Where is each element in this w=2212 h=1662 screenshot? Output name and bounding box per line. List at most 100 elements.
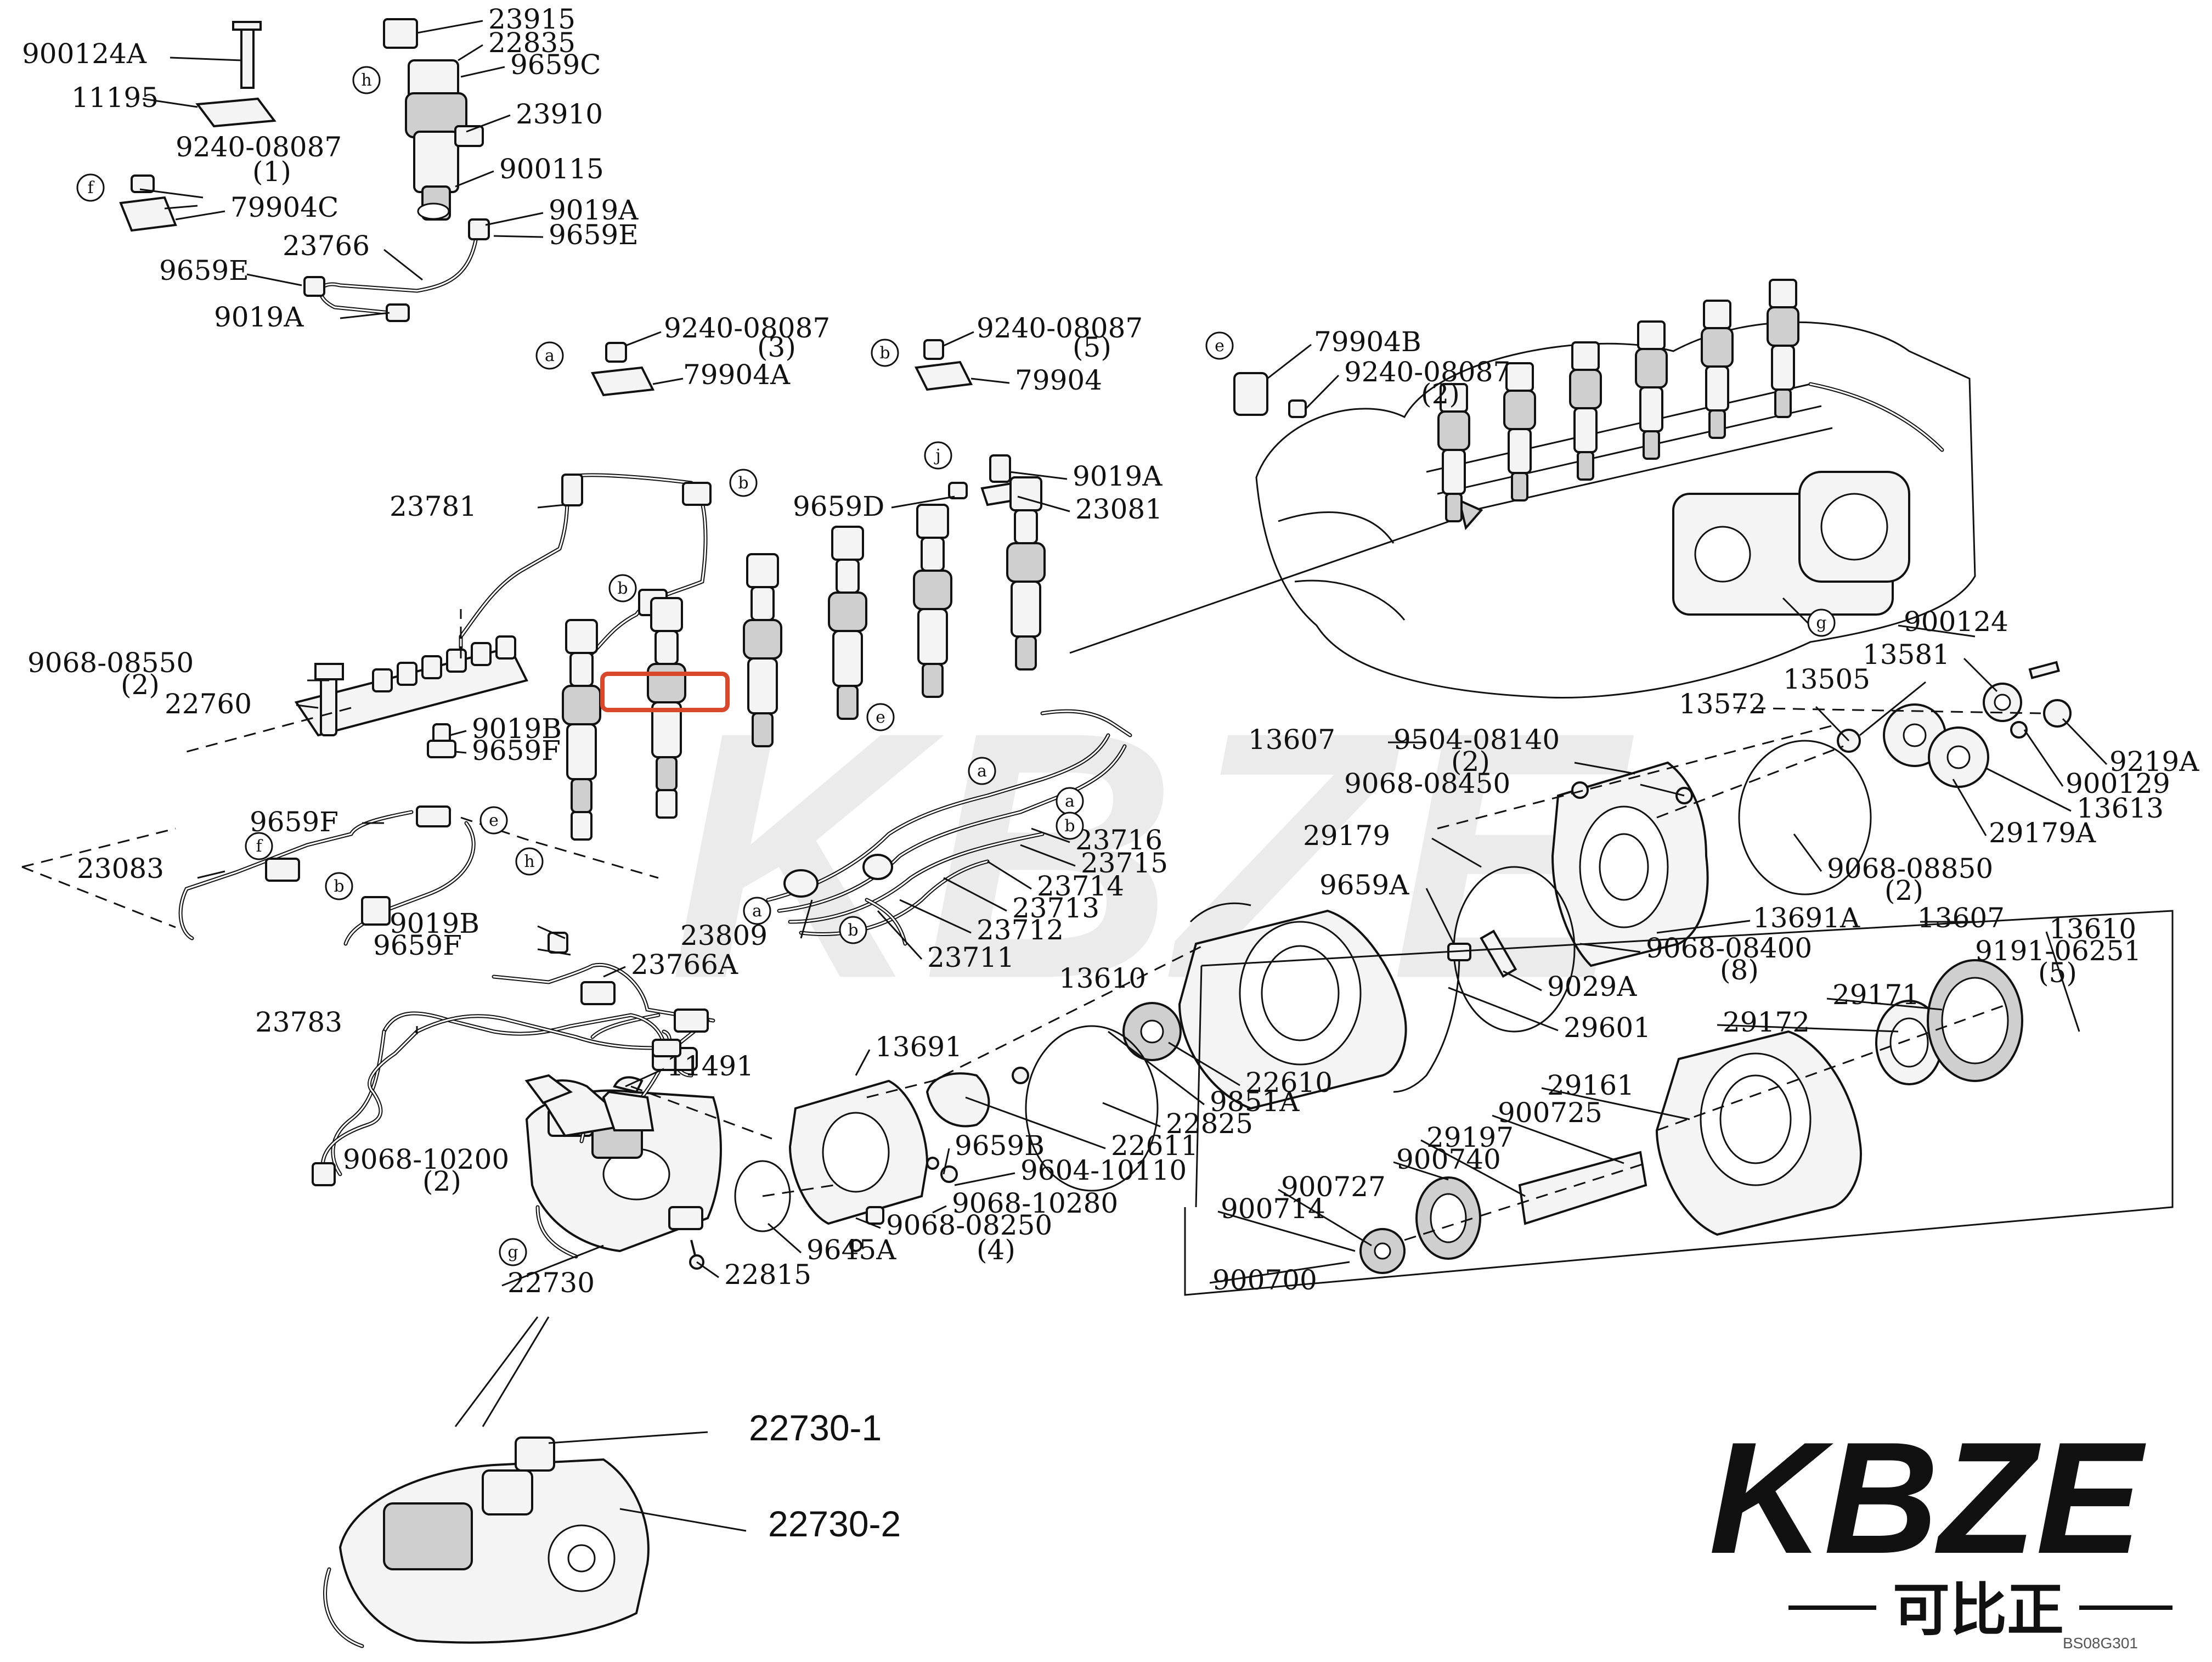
reference-marker-g: g [1807, 609, 1836, 637]
part-label-23809: 23809 [680, 920, 768, 951]
reference-marker-b: b [871, 339, 899, 367]
part-label-906808250: 9068-08250 [886, 1209, 1052, 1241]
part-label-29179a: 29179A [1989, 817, 2096, 849]
injector-drawing [562, 619, 601, 813]
part-label-11195: 11195 [71, 82, 159, 114]
reference-marker-h: h [352, 66, 381, 94]
part-label-29161: 29161 [1547, 1069, 1634, 1101]
part-label-29179: 29179 [1303, 820, 1390, 852]
svg-text:a: a [545, 346, 555, 365]
logo-text: KBZE [1709, 1409, 2148, 1587]
part-label-2: (2) [1451, 746, 1490, 778]
part-label-900124a: 900124A [22, 38, 147, 70]
reference-marker-a: a [743, 897, 771, 925]
reference-marker-b: b [608, 574, 637, 602]
part-label-924008087: 9240-08087 [1344, 356, 1510, 388]
reference-marker-a: a [968, 757, 996, 785]
part-label-22610: 22610 [1245, 1067, 1333, 1098]
watermark: KBZE [669, 659, 1638, 1051]
part-label-924008087: 9240-08087 [664, 312, 830, 344]
engine-injector-drawing [1503, 362, 1536, 502]
part-label-13613: 13613 [2076, 792, 2164, 824]
part-label-29601: 29601 [1564, 1012, 1651, 1044]
svg-text:g: g [1816, 613, 1826, 633]
part-label-13691: 13691 [875, 1031, 962, 1063]
engine-injector-drawing [1569, 341, 1602, 481]
part-label-23711: 23711 [927, 942, 1014, 973]
part-label-13607: 13607 [1248, 724, 1335, 756]
part-label-23714: 23714 [1037, 870, 1124, 902]
part-label-13572: 13572 [1679, 688, 1766, 720]
part-label-22760: 22760 [165, 688, 252, 720]
part-label-9019a: 9019A [214, 301, 304, 333]
part-label-9029a: 9029A [1547, 971, 1637, 1002]
part-label-9659a: 9659A [1319, 869, 1409, 901]
engine-injector-drawing [1437, 383, 1470, 522]
part-label-13691a: 13691A [1753, 902, 1860, 934]
engine-injector-drawing [1701, 300, 1734, 439]
part-label-13581: 13581 [1863, 639, 1950, 671]
part-label-900124: 900124 [1904, 606, 2008, 638]
part-label-9659d: 9659D [793, 491, 884, 522]
part-label-9219a: 9219A [2109, 746, 2199, 778]
reference-marker-j: j [924, 441, 952, 470]
reference-marker-f: f [245, 832, 273, 860]
part-label-9659e: 9659E [549, 219, 639, 251]
part-label-4: (4) [977, 1234, 1015, 1266]
injector-drawing [828, 526, 867, 720]
part-label-2: (2) [422, 1165, 461, 1197]
part-label-29172: 29172 [1723, 1006, 1810, 1038]
part-label-22815: 22815 [724, 1259, 811, 1291]
part-label-906808550: 9068-08550 [27, 647, 194, 679]
part-label-9019b: 9019B [472, 713, 562, 745]
part-label-23713: 23713 [1012, 892, 1099, 924]
part-label-2: (2) [1884, 875, 1923, 906]
reference-marker-a: a [1056, 787, 1084, 815]
part-label-1: (1) [252, 156, 291, 188]
fuel-lines-group [178, 473, 1132, 1023]
reference-marker-e: e [1205, 331, 1234, 360]
svg-text:f: f [87, 178, 94, 198]
gear-housing-group [331, 661, 2072, 1274]
part-label-79904a: 79904A [683, 359, 791, 391]
part-label-13610: 13610 [1059, 962, 1146, 994]
part-label-5: (5) [1073, 331, 1111, 363]
engine-injectors [1437, 279, 1799, 522]
part-label-9645a: 9645A [806, 1234, 896, 1266]
part-label-29197: 29197 [1426, 1122, 1514, 1153]
part-label-23715: 23715 [1081, 847, 1168, 879]
reference-marker-b: b [729, 469, 758, 497]
part-label-9019b: 9019B [390, 908, 479, 939]
reference-marker-b: b [1056, 812, 1084, 840]
drawing-code: BS08G301 [2063, 1635, 2138, 1652]
part-label-9851a: 9851A [1210, 1086, 1300, 1118]
svg-text:f: f [256, 837, 263, 856]
svg-text:b: b [848, 921, 858, 940]
svg-text:a: a [977, 762, 987, 781]
part-label-924008087: 9240-08087 [176, 131, 342, 163]
part-label-2: (2) [1421, 378, 1460, 410]
part-label-23766a: 23766A [631, 949, 738, 981]
part-label-22835: 22835 [488, 27, 575, 59]
part-label-9659e: 9659E [159, 255, 249, 286]
kbze-logo: KBZE 可比正 [1709, 1409, 2172, 1643]
reference-marker-b: b [325, 872, 353, 900]
part-label-23083: 23083 [77, 853, 164, 884]
svg-text:b: b [334, 877, 344, 896]
svg-text:b: b [617, 579, 628, 598]
part-label-23910: 23910 [516, 98, 603, 130]
part-label-23081: 23081 [1075, 493, 1163, 525]
part-label-906808450: 9068-08450 [1344, 768, 1510, 799]
part-label-22611: 22611 [1111, 1130, 1198, 1162]
svg-text:e: e [1215, 336, 1224, 356]
part-label-9019a: 9019A [1073, 460, 1163, 492]
part-label-13610: 13610 [2049, 913, 2136, 945]
part-label-900700: 900700 [1212, 1264, 1317, 1296]
part-label-900727: 900727 [1281, 1171, 1386, 1203]
part-label-919106251: 9191-06251 [1975, 935, 2141, 967]
part-label-22825: 22825 [1166, 1108, 1253, 1140]
reference-marker-e: e [866, 703, 895, 731]
part-label-900115: 900115 [499, 153, 604, 185]
